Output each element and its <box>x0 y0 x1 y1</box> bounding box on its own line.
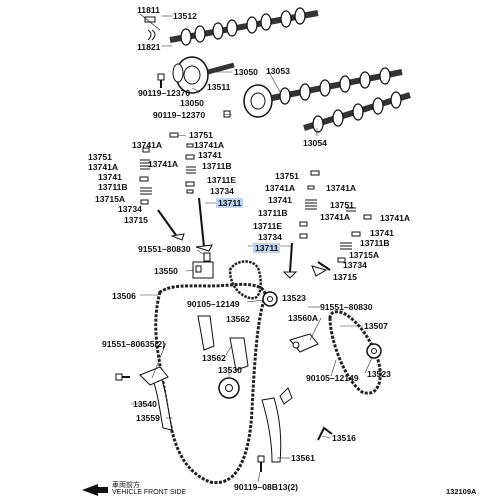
part-label[interactable]: 13050 <box>180 98 204 108</box>
part-label[interactable]: 13711B <box>98 182 128 192</box>
sprocket-13530 <box>218 377 240 399</box>
part-label[interactable]: 13715A <box>95 194 126 204</box>
part-label[interactable]: 91551–80830 <box>138 244 191 254</box>
part-label[interactable]: 13562 <box>202 353 226 363</box>
part-label[interactable]: 13523 <box>282 293 306 303</box>
vehicle-front-jp: 車両前方 <box>112 482 140 489</box>
part-label[interactable]: 91551–80830 <box>320 302 373 312</box>
timing-chain-right <box>328 310 382 395</box>
part-label[interactable]: 13741A <box>380 213 411 223</box>
valve-stack-left <box>139 132 213 262</box>
part-label[interactable]: 13711E <box>253 221 283 231</box>
part-label[interactable]: 90119–08B13(2) <box>234 482 299 492</box>
part-label[interactable]: 90105–12149 <box>187 299 240 309</box>
part-label[interactable]: 13741A <box>265 183 296 193</box>
part-label[interactable]: 13741A <box>194 140 225 150</box>
part-label[interactable]: 13540 <box>133 399 157 409</box>
part-label[interactable]: 91551–80635(2) <box>102 339 166 349</box>
part-label[interactable]: 13715 <box>124 215 148 225</box>
part-label[interactable]: 90105–12149 <box>306 373 359 383</box>
part-label[interactable]: 13711 <box>216 198 244 208</box>
part-label[interactable]: 13053 <box>266 66 290 76</box>
cam-cap-parts <box>139 13 161 41</box>
oil-jet-13516 <box>317 426 333 441</box>
vehicle-front-arrow <box>82 484 108 496</box>
tensioner-13550 <box>192 261 214 279</box>
small-chain <box>228 260 262 300</box>
vehicle-front-en: VEHICLE FRONT SIDE <box>112 489 187 496</box>
part-label[interactable]: 13511 <box>207 82 231 92</box>
part-label[interactable]: 13523 <box>367 369 391 379</box>
valve-stack-right <box>282 170 372 279</box>
part-label[interactable]: 13741A <box>320 212 351 222</box>
part-label[interactable]: 90119–12370 <box>138 88 191 98</box>
part-label[interactable]: 13741A <box>326 183 357 193</box>
part-label[interactable]: 13711 <box>253 243 281 253</box>
part-label[interactable]: 13741 <box>370 228 394 238</box>
vvt-sprocket-left <box>172 56 235 94</box>
bolt-90119-08B13 <box>257 455 265 472</box>
part-label[interactable]: 13741 <box>268 195 292 205</box>
part-label-highlighted[interactable]: 13711 <box>253 243 281 253</box>
part-label[interactable]: 13550 <box>154 266 178 276</box>
part-label[interactable]: 13751 <box>88 152 112 162</box>
part-label[interactable]: 11821 <box>137 42 161 52</box>
part-label[interactable]: 13741A <box>132 140 163 150</box>
part-label[interactable]: 13734 <box>118 204 142 214</box>
part-label[interactable]: 13715 <box>333 272 357 282</box>
part-label[interactable]: 13741 <box>198 150 222 160</box>
part-label[interactable]: 13561 <box>291 453 315 463</box>
part-label[interactable]: 13751 <box>330 200 354 210</box>
part-label[interactable]: 13741 <box>98 172 122 182</box>
part-label[interactable]: 13751 <box>189 130 213 140</box>
part-label[interactable]: 13734 <box>343 260 367 270</box>
camshaft-middle <box>271 67 403 105</box>
part-label[interactable]: 13516 <box>332 433 356 443</box>
camshaft-upper <box>169 7 319 46</box>
figure-reference: 132109A <box>446 487 477 496</box>
sprocket-13523-lower <box>366 343 382 359</box>
part-label[interactable]: 13506 <box>112 291 136 301</box>
part-label[interactable]: 13715A <box>349 250 380 260</box>
bolt-91551-80635 <box>115 373 130 381</box>
part-label[interactable]: 13734 <box>210 186 234 196</box>
part-label[interactable]: 13734 <box>258 232 282 242</box>
part-label[interactable]: 13711B <box>258 208 288 218</box>
part-label[interactable]: 13507 <box>364 321 388 331</box>
sprocket-13523-upper <box>262 291 278 307</box>
part-label-highlighted[interactable]: 13711 <box>216 198 244 208</box>
part-label[interactable]: 13741A <box>88 162 119 172</box>
part-label[interactable]: 13054 <box>303 138 327 148</box>
part-label[interactable]: 13560A <box>288 313 319 323</box>
chain-guide-13561 <box>261 387 293 463</box>
leader-lines <box>131 15 373 483</box>
part-label[interactable]: 13050 <box>234 67 258 77</box>
chain-guide-13562 <box>197 315 249 371</box>
part-label[interactable]: 13741A <box>148 159 179 169</box>
part-label[interactable]: 90119–12370 <box>153 110 206 120</box>
tensioner-13560A <box>289 333 319 353</box>
bolt-left <box>157 73 165 88</box>
part-label[interactable]: 11811 <box>137 5 160 15</box>
part-label[interactable]: 13711B <box>202 161 232 171</box>
part-label[interactable]: 13562 <box>226 314 250 324</box>
vvt-sprocket-right <box>223 84 273 118</box>
part-label[interactable]: 13711E <box>207 175 237 185</box>
part-label[interactable]: 13711B <box>360 238 390 248</box>
part-label[interactable]: 13751 <box>275 171 299 181</box>
part-label[interactable]: 13512 <box>173 11 197 21</box>
part-label[interactable]: 13559 <box>136 413 160 423</box>
camshaft-lower <box>303 91 411 133</box>
chain-guide-13540 <box>139 366 173 431</box>
part-label[interactable]: 13530 <box>218 365 242 375</box>
